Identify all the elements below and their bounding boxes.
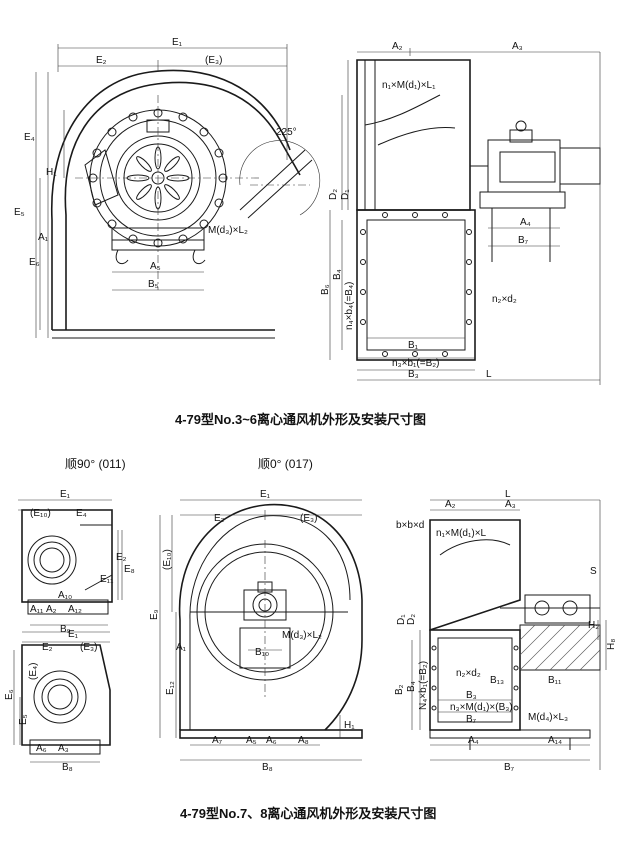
label-n3b1: n₃×b₁(=B₂)	[392, 358, 439, 369]
label-br-l: L	[505, 489, 511, 500]
label-d2: D₂	[328, 189, 339, 200]
bottom-middle-view: E₁ E₂ (E₃) (E₁₀) E₉ A₁ E₁₂ B₁₀ M(d₃)×L₂ …	[149, 489, 363, 773]
label-bl-e3b: (E₃)	[80, 642, 97, 653]
label-b5: B₅	[148, 279, 159, 290]
label-bm-b8: B₈	[262, 762, 273, 773]
label-br-b2: B₂	[394, 684, 405, 695]
label-bolt: M(d₃)×L₂	[208, 225, 248, 236]
label-flange: n₁×M(d₁)×L₁	[382, 80, 436, 91]
label-bm-a1: A₁	[176, 642, 187, 653]
label-e3: (E₃)	[205, 55, 222, 66]
label-e2: E₂	[96, 55, 107, 66]
label-bl-a11: A₁₁	[30, 604, 44, 615]
label-l: L	[486, 369, 492, 380]
label-b6: B₆	[320, 284, 331, 295]
label-bl-a2: A₂	[46, 604, 57, 615]
label-br-b11: B₁₁	[548, 675, 562, 686]
label-a3: A₃	[512, 41, 523, 52]
label-e1: E₁	[172, 37, 183, 48]
label-br-n2d2: n₂×d₂	[456, 668, 481, 679]
label-h1: H₁	[46, 167, 57, 178]
label-bm-h1: H₁	[344, 720, 355, 731]
top-side-view: A₂ A₃ n₁×M(d₁)×L₁ D₂ D₁ A₄ B₇ B₆ B₄ n₄×b…	[320, 41, 601, 385]
label-a5: A₅	[150, 261, 161, 272]
label-bl-e10: (E₁₀)	[30, 508, 51, 519]
orientation-middle: 顺0° (017)	[258, 457, 313, 471]
bottom-left-views: E₁ (E₁₀) E₄ E₂ E₈ E₁₁ A₁₀ A₁₁ A₂ A₁₂ B₉ …	[4, 489, 135, 773]
label-bm-a5: A₅	[246, 735, 257, 746]
label-a2: A₂	[392, 41, 403, 52]
bottom-right-view: L A₂ A₃ b×b×d n₁×M(d₁)×L S D₁ D₂ H₂ H₈ B…	[394, 489, 617, 773]
label-bl-e4: E₄	[76, 508, 87, 519]
hatching	[519, 624, 601, 671]
label-br-a3: A₃	[505, 499, 516, 510]
label-bl-e8: E₈	[124, 564, 135, 575]
label-b1: B₁	[408, 340, 419, 351]
label-bl-e6: E₆	[4, 689, 15, 700]
label-bm-a6: A₆	[266, 735, 277, 746]
label-bl-e1: E₁	[60, 489, 71, 500]
right-flange-holes	[431, 645, 519, 711]
label-b3: B₃	[408, 369, 419, 380]
label-b7: B₇	[518, 235, 529, 246]
label-n2d2: n₂×d₂	[492, 294, 517, 305]
label-bm-e10: (E₁₀)	[162, 549, 173, 570]
label-bl-e2b: E₂	[42, 642, 53, 653]
label-n4b4: n₄×b₄(=B₄)	[344, 282, 355, 330]
label-bl-a6: A₆	[36, 743, 47, 754]
label-d1: D₁	[340, 189, 351, 200]
label-br-n3: n₃×M(d₁)×(B₃)	[450, 702, 513, 713]
label-br-bbd: b×b×d	[396, 520, 424, 531]
label-bm-b10: B₁₀	[255, 647, 269, 658]
label-e5: E₅	[14, 207, 25, 218]
label-angle: 225°	[276, 127, 297, 138]
label-br-n4: N₄×b₁(=B₂)	[418, 661, 429, 710]
label-br-b3: B₃	[466, 690, 477, 701]
label-bm-a8: A₈	[298, 735, 309, 746]
label-bm-bolt: M(d₃)×L₂	[282, 630, 322, 641]
orientation-left: 顺90° (011)	[65, 457, 126, 471]
top-front-view: E₁ E₂ (E₃) E₄ E₅ E₆ H₁ A₁ A₅ B₅ 225° M(d…	[14, 37, 321, 339]
label-bm-e12: E₁₂	[165, 681, 176, 695]
label-bl-b9: B₉	[60, 624, 71, 635]
label-e6: E₆	[29, 257, 40, 268]
label-bl-e4b: (E₄)	[28, 663, 39, 680]
label-a4: A₄	[520, 217, 531, 228]
casing-flange-holes	[360, 212, 472, 357]
label-bm-a7: A₇	[212, 735, 223, 746]
label-br-d2: D₂	[406, 614, 417, 625]
label-br-b7b: B₇	[504, 762, 515, 773]
label-br-a4: A₄	[468, 735, 479, 746]
label-bm-e3: (E₃)	[300, 513, 317, 524]
label-bl-a12: A₁₂	[68, 604, 82, 615]
label-bl-e1b: E₁	[68, 629, 79, 640]
label-br-b4: B₄	[406, 681, 417, 692]
label-b4: B₄	[332, 269, 343, 280]
label-br-a14: A₁₄	[548, 735, 562, 746]
label-a1: A₁	[38, 232, 49, 243]
label-br-b13: B₁₃	[490, 675, 504, 686]
label-bm-e2: E₂	[214, 513, 225, 524]
caption-top: 4-79型No.3~6离心通风机外形及安装尺寸图	[175, 412, 426, 427]
label-br-h8: H₈	[606, 639, 617, 650]
label-bl-a3: A₃	[58, 743, 69, 754]
label-bl-e5: E₅	[18, 714, 29, 725]
label-br-a2: A₂	[445, 499, 456, 510]
label-br-m4: M(d₄)×L₃	[528, 712, 568, 723]
label-br-h2: H₂	[588, 620, 599, 631]
label-bl-e2: E₂	[116, 552, 127, 563]
label-br-s: S	[590, 566, 597, 577]
caption-bottom: 4-79型No.7、8离心通风机外形及安装尺寸图	[180, 806, 436, 821]
label-bl-e11: E₁₁	[100, 574, 114, 585]
label-bm-e1: E₁	[260, 489, 271, 500]
label-br-flange: n₁×M(d₁)×L	[436, 528, 487, 539]
label-bl-b8: B₈	[62, 762, 73, 773]
label-br-b7: B₇	[466, 714, 477, 725]
label-br-d1: D₁	[396, 614, 407, 625]
label-bm-e9: E₉	[149, 609, 160, 620]
label-e4: E₄	[24, 132, 35, 143]
label-bl-a10: A₁₀	[58, 590, 72, 601]
